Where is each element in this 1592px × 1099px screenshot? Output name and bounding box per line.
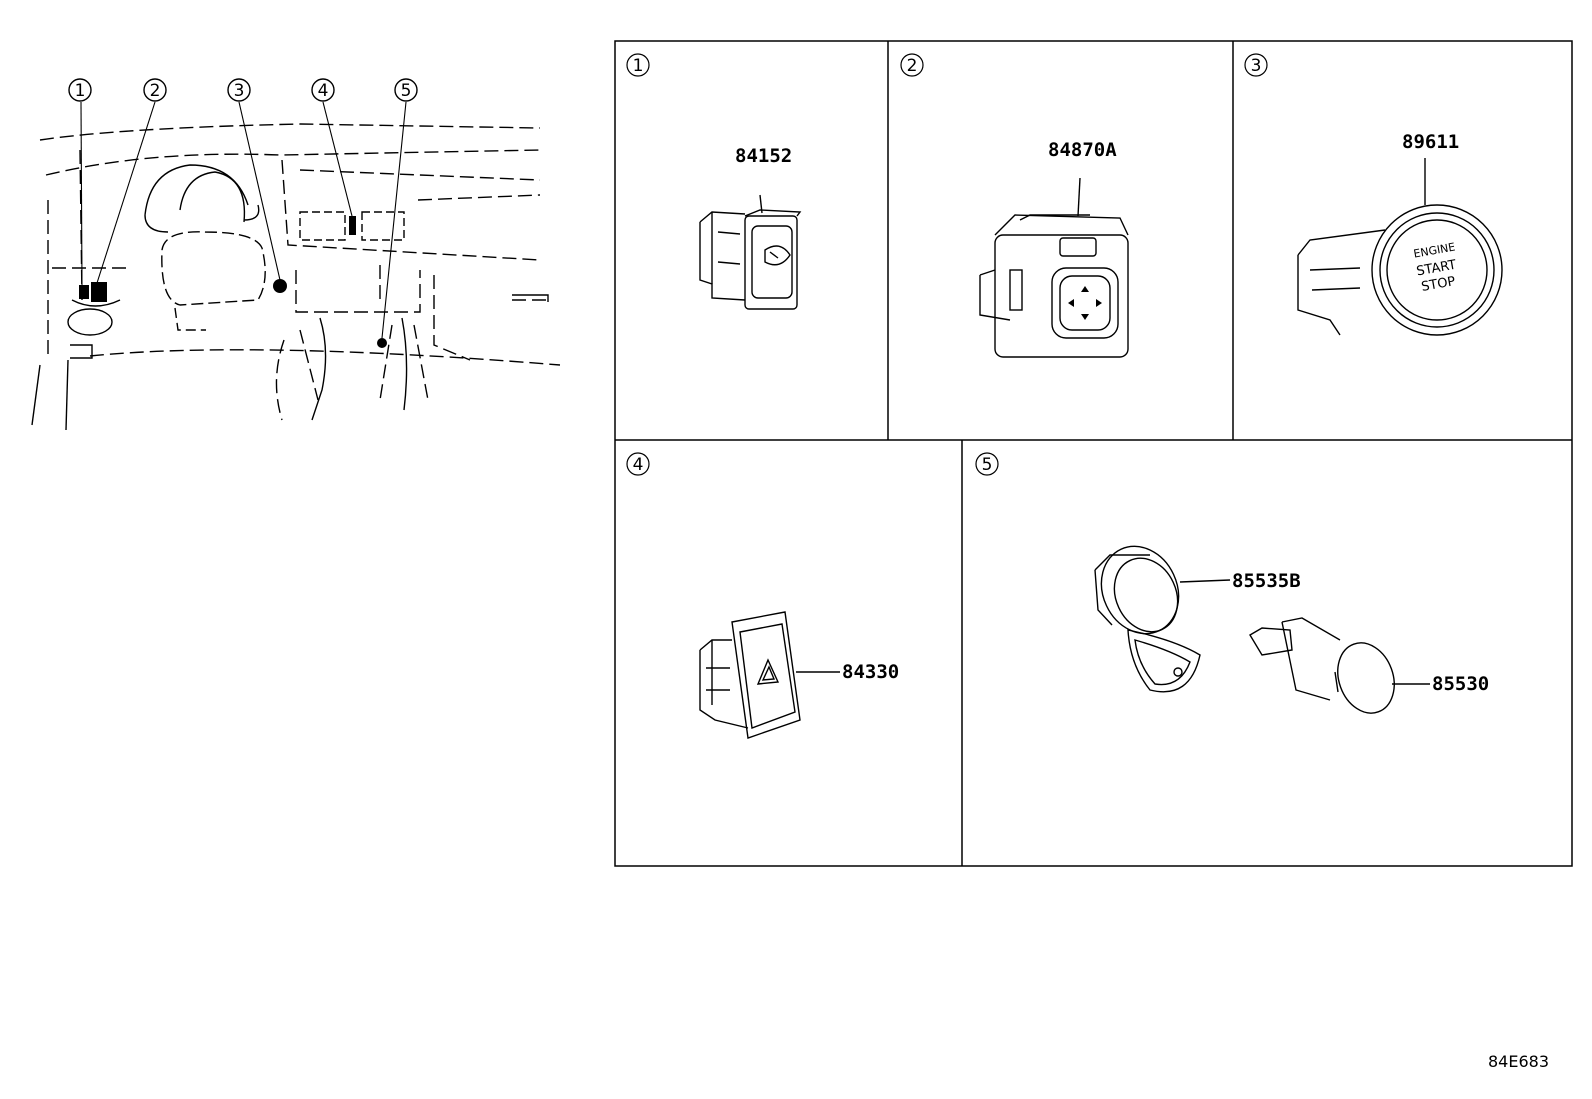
part-84330-label: 84330 [842,661,899,683]
part-85530-label: 85530 [1432,673,1489,695]
switch-84152-drawing [699,194,802,310]
panel-4-number: 4 [633,455,644,475]
part-84870a-label: 84870A [1048,139,1117,161]
outlet-85530-drawing [1249,617,1430,714]
diagram-id: 84E683 [1488,1052,1550,1071]
callout-4-circle [311,78,335,102]
dashboard-overview: 1 2 3 4 5 [31,78,561,431]
part-89611-label: 89611 [1402,131,1459,153]
callout-5-label: 5 [401,81,412,101]
callout-3-label: 3 [234,81,245,101]
panel-2-number: 2 [907,56,918,76]
start-label: START [1415,258,1457,280]
part-84152-label: 84152 [735,145,792,167]
switch-84330-drawing [699,611,840,739]
callout-2-circle [143,78,167,102]
part-85535b-label: 85535B [1232,570,1301,592]
panel-1-number: 1 [633,56,644,76]
callout-2-label: 2 [150,81,161,101]
callout-1-label: 1 [75,81,86,101]
switch-84870a-drawing [979,177,1129,358]
switch-89611-drawing [1297,158,1503,336]
callout-5-circle [394,78,418,102]
stop-label: STOP [1420,274,1457,295]
callout-1-circle [68,78,92,102]
callout-4-label: 4 [318,81,329,101]
panel-grid [614,40,1573,867]
outlet-85535b-drawing [1094,545,1231,693]
panel-3-number: 3 [1251,56,1262,76]
panel-5-number: 5 [982,455,993,475]
callout-3-circle [227,78,251,102]
